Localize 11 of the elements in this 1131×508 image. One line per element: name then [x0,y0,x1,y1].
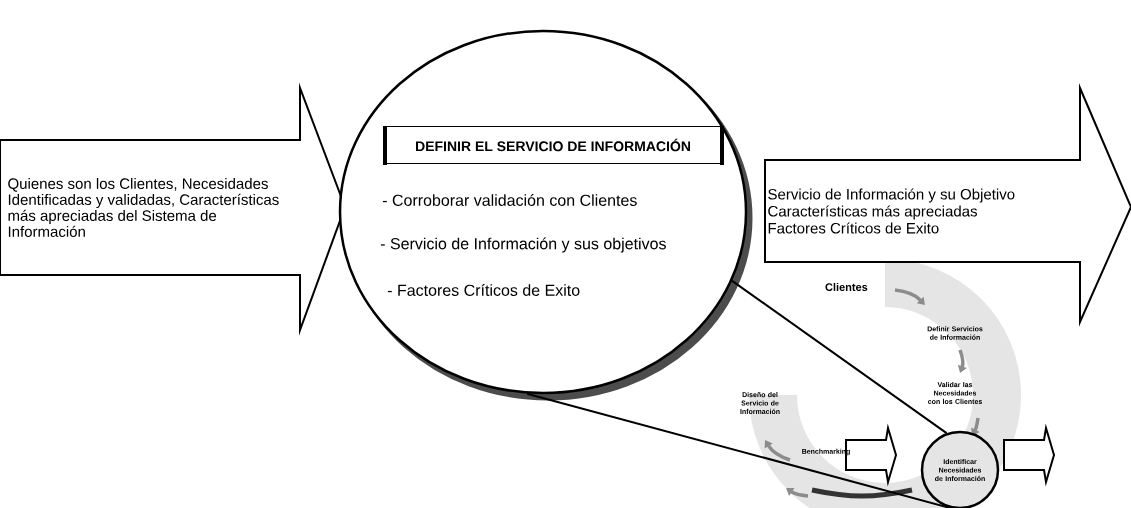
bullet-text: - Factores Críticos de Exito [387,284,580,296]
heading-box: DEFINIR EL SERVICIO DE INFORMACIÓN [383,125,724,165]
bullet-text: - Corroborar validación con Clientes [382,194,637,206]
cycle-label: Clientes [825,282,868,292]
block-arrow [1003,423,1056,487]
zoom-line [526,392,951,508]
zoom-line [731,279,948,435]
node-label: Factores Críticos de Exito [768,222,939,234]
node-label: Características más apreciadas [768,205,977,220]
bullet-text: - Servicio de Información y sus objetivos [380,237,666,253]
node-label: Servicio de Información y su Objetivo [768,188,1015,203]
